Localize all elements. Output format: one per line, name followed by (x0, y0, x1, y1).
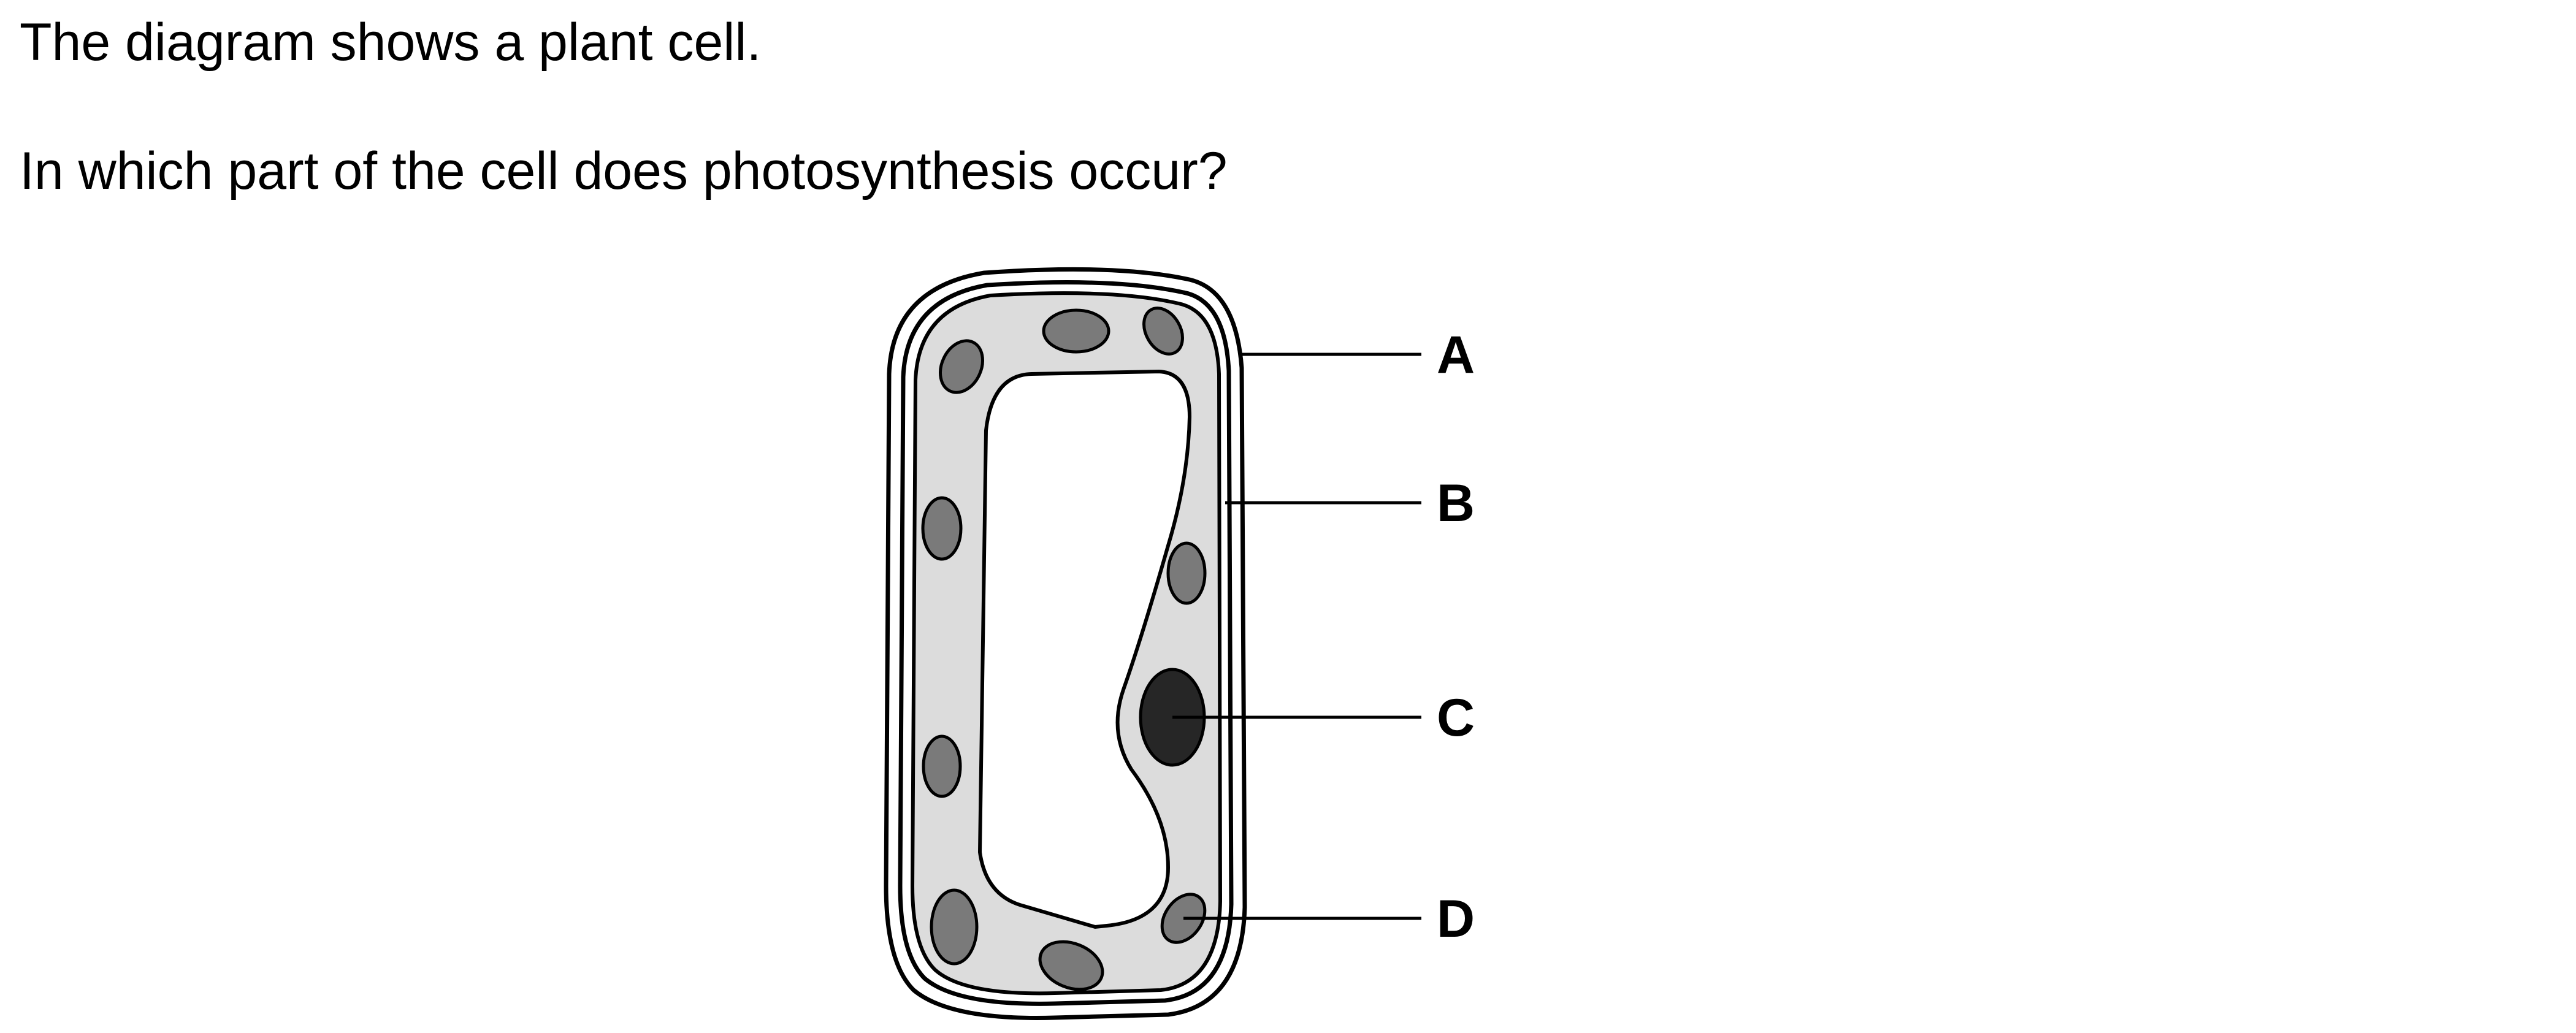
chloroplast (922, 734, 962, 798)
chloroplast (1038, 940, 1104, 991)
question-intro-text: The diagram shows a plant cell. (20, 13, 762, 72)
cell-wall-inner (898, 280, 1234, 1006)
label-c: C (1437, 688, 1475, 747)
chloroplast (1166, 541, 1207, 605)
label-lines (1172, 353, 1421, 920)
vacuole (977, 369, 1192, 929)
chloroplast (1142, 307, 1184, 356)
chloroplast (921, 496, 963, 561)
chloroplast (1042, 308, 1110, 354)
question-prompt-text: In which part of the cell does photosynt… (20, 142, 1228, 200)
label-b: B (1437, 474, 1475, 533)
chloroplast (939, 339, 984, 394)
label-d: D (1437, 890, 1475, 948)
label-a: A (1437, 326, 1475, 384)
chloroplast (930, 888, 979, 966)
chloroplasts (921, 307, 1207, 991)
